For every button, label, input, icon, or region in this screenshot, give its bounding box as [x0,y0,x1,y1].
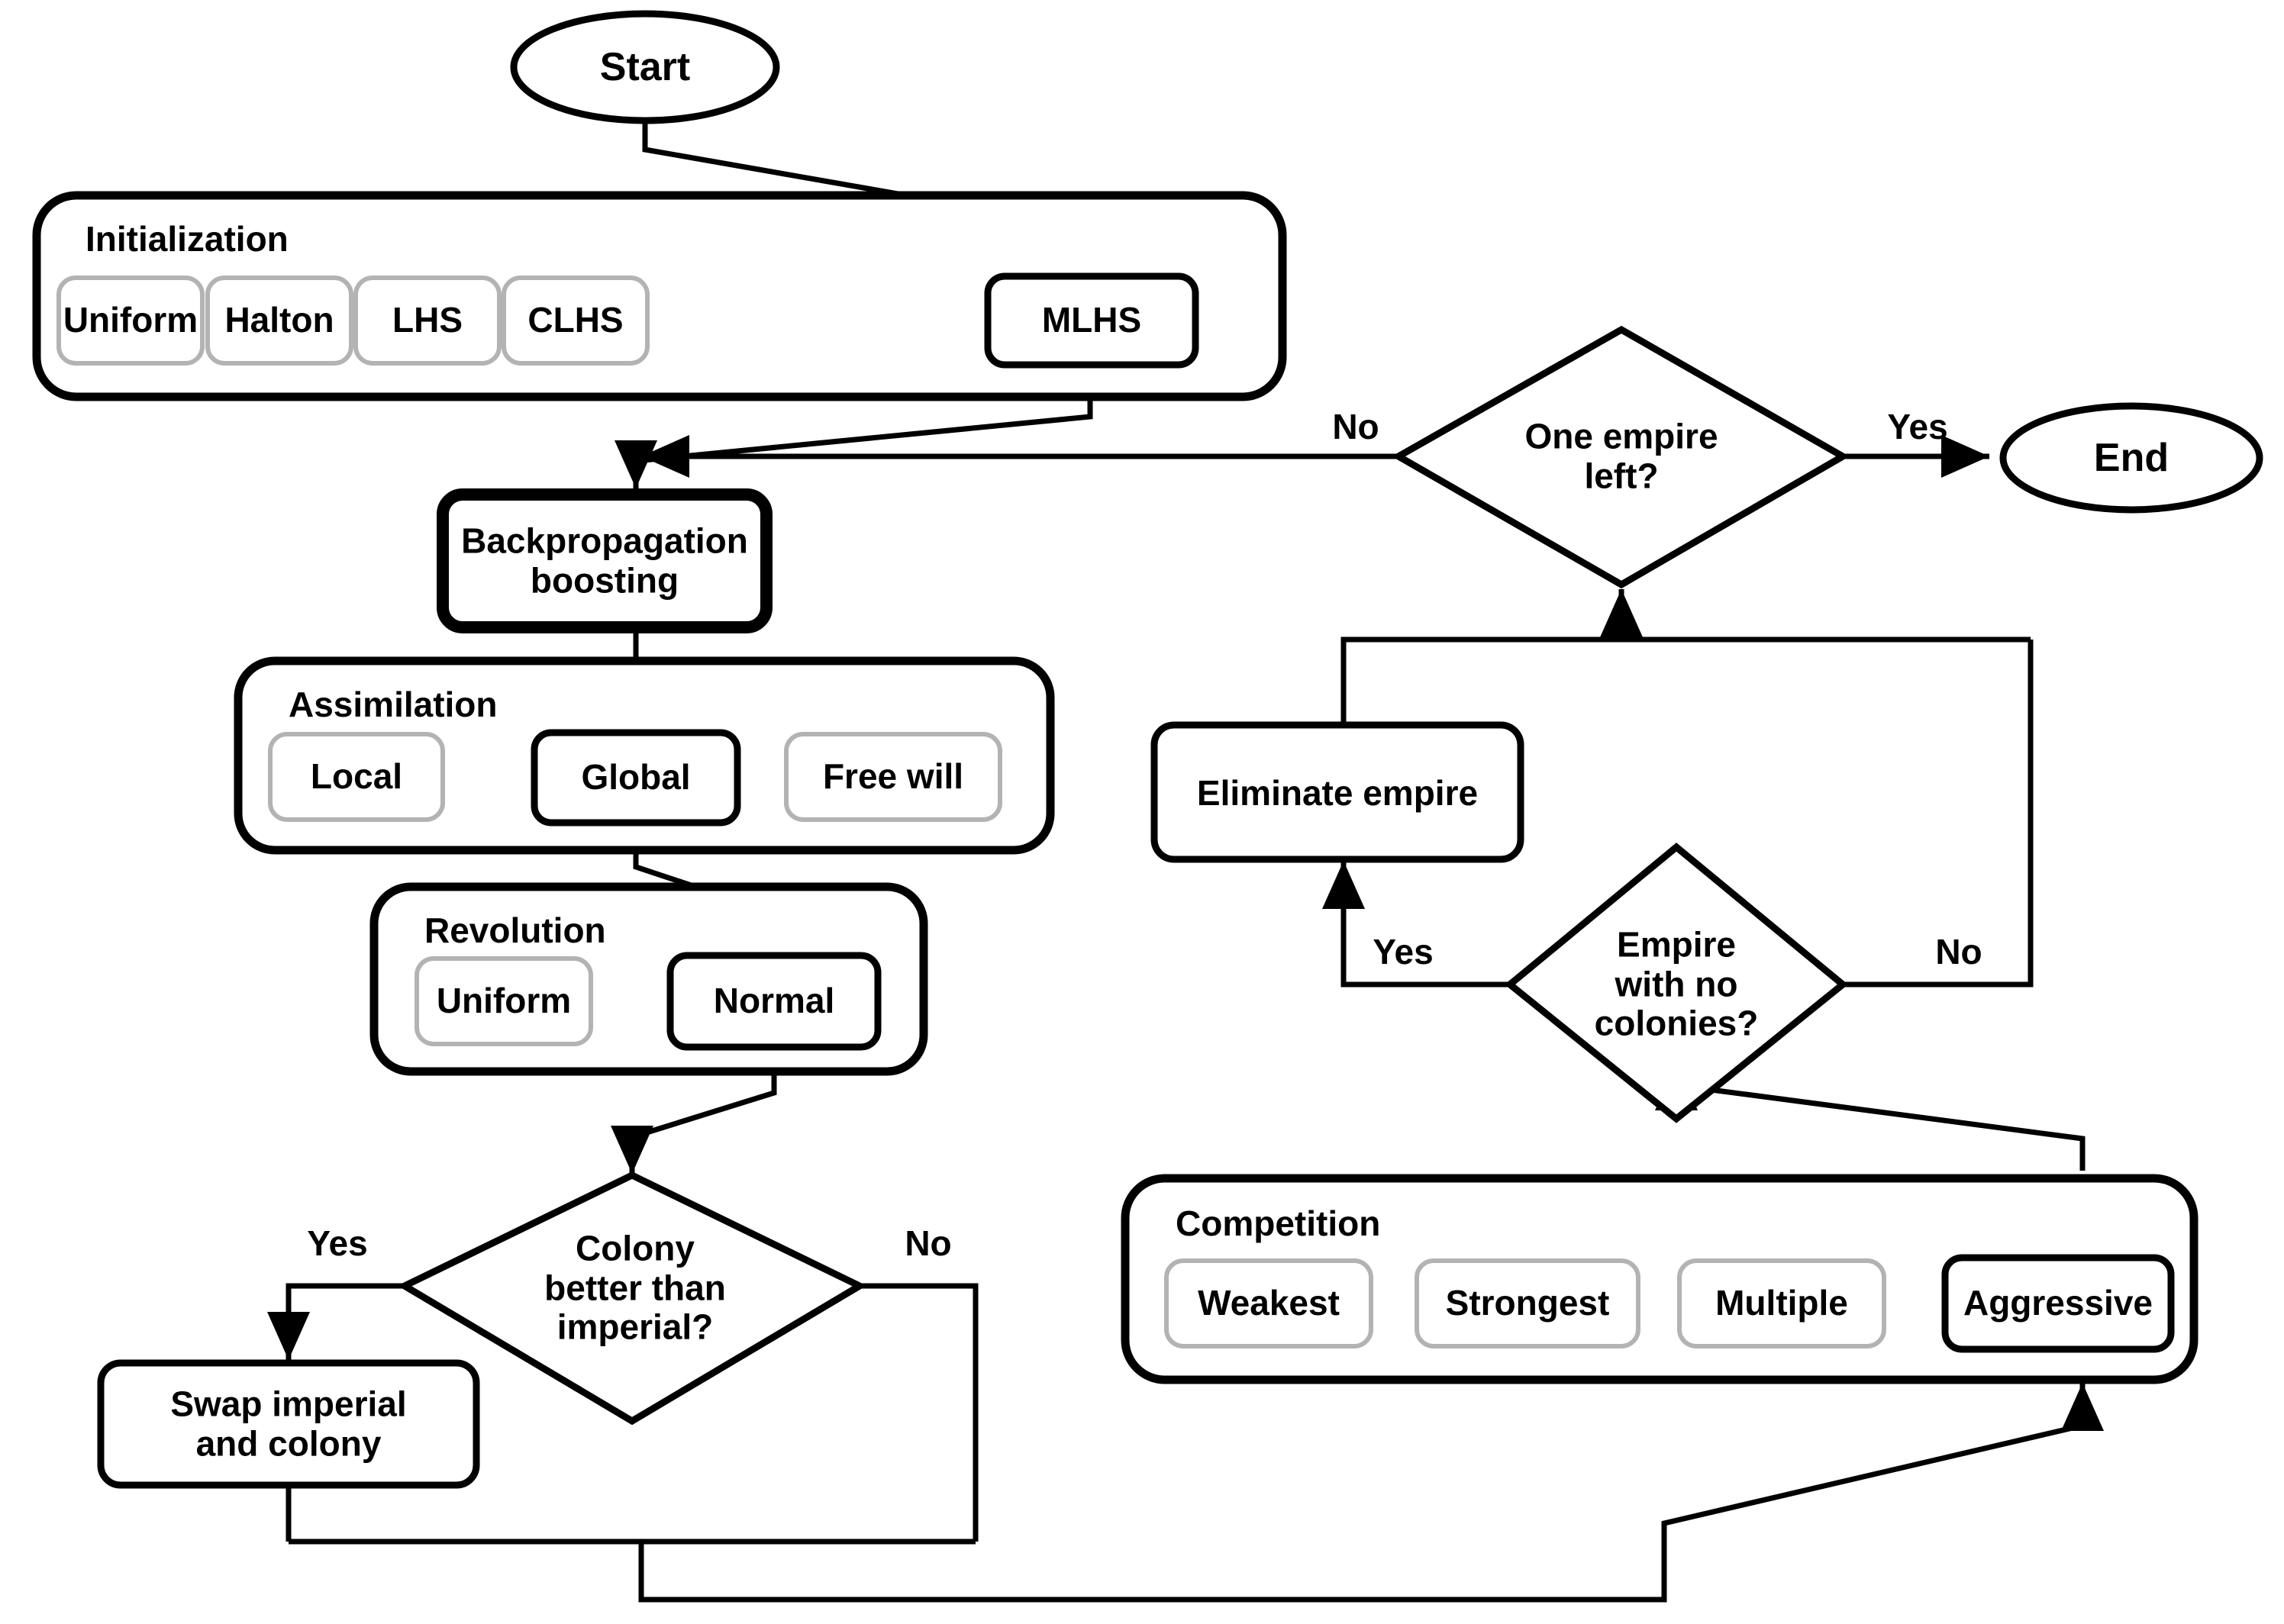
edge-eliminate-to-join [1340,636,2031,723]
edge-no-colonies-no-to-join [1843,640,2034,988]
competition-group [1121,1174,2199,1384]
edge-aggressive-to-no-colonies [1655,1062,2086,1171]
assimilation-option-local[interactable] [268,732,445,822]
assimilation-option-free-will[interactable] [784,732,1002,822]
init-option-clhs[interactable] [502,276,650,366]
competition-option-weakest[interactable] [1164,1258,1373,1348]
empire-no-colonies-decision [1504,843,1849,1123]
competition-option-strongest[interactable] [1415,1258,1640,1348]
backpropagation-boosting-box [437,488,773,633]
edge-colony-no-to-bottom-bus [860,1283,979,1542]
edge-no-colonies-yes-to-eliminate [1322,861,1510,988]
competition-option-multiple[interactable] [1677,1258,1886,1348]
one-empire-left-decision [1391,325,1850,589]
init-option-halton[interactable] [205,276,353,366]
eliminate-empire-box [1150,721,1524,863]
revolution-option-normal[interactable] [666,952,882,1051]
init-option-uniform[interactable] [56,276,205,366]
init-option-mlhs[interactable] [984,272,1199,369]
init-option-lhs[interactable] [353,276,502,366]
colony-better-decision [397,1171,867,1426]
swap-imperial-colony-box [97,1359,480,1489]
end-terminal [1999,402,2263,514]
revolution-option-uniform[interactable] [415,956,593,1046]
assimilation-option-global[interactable] [531,729,741,826]
edge-colony-yes-to-swap [267,1283,405,1360]
competition-option-aggressive[interactable] [1941,1254,2175,1353]
edge-bottom-bus-to-aggressive [638,1383,2104,1603]
start-terminal [510,10,780,124]
